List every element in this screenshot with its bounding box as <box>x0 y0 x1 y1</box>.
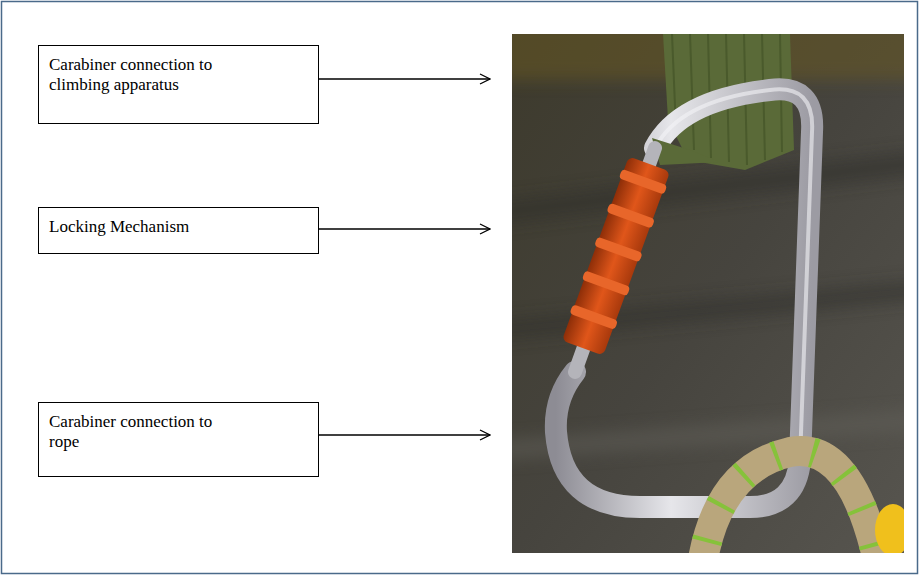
strap-over-bar <box>652 138 720 165</box>
label-box: Carabiner connection to rope <box>38 402 319 477</box>
locking-sleeve <box>560 156 672 357</box>
leader-arrow <box>319 434 490 435</box>
label-box: Locking Mechanism <box>38 207 319 254</box>
rope <box>700 451 882 553</box>
rope-fleck <box>700 451 882 553</box>
label-text: Carabiner connection to rope <box>49 412 244 453</box>
label-box: Carabiner connection to climbing apparat… <box>38 45 319 124</box>
carabiner-photo <box>512 34 904 553</box>
label-text: Locking Mechanism <box>49 217 244 237</box>
carabiner-highlight <box>655 89 812 460</box>
leader-arrow <box>319 228 490 229</box>
leader-arrow <box>319 78 490 79</box>
yellow-object <box>875 504 904 553</box>
label-text: Carabiner connection to climbing apparat… <box>49 55 244 96</box>
